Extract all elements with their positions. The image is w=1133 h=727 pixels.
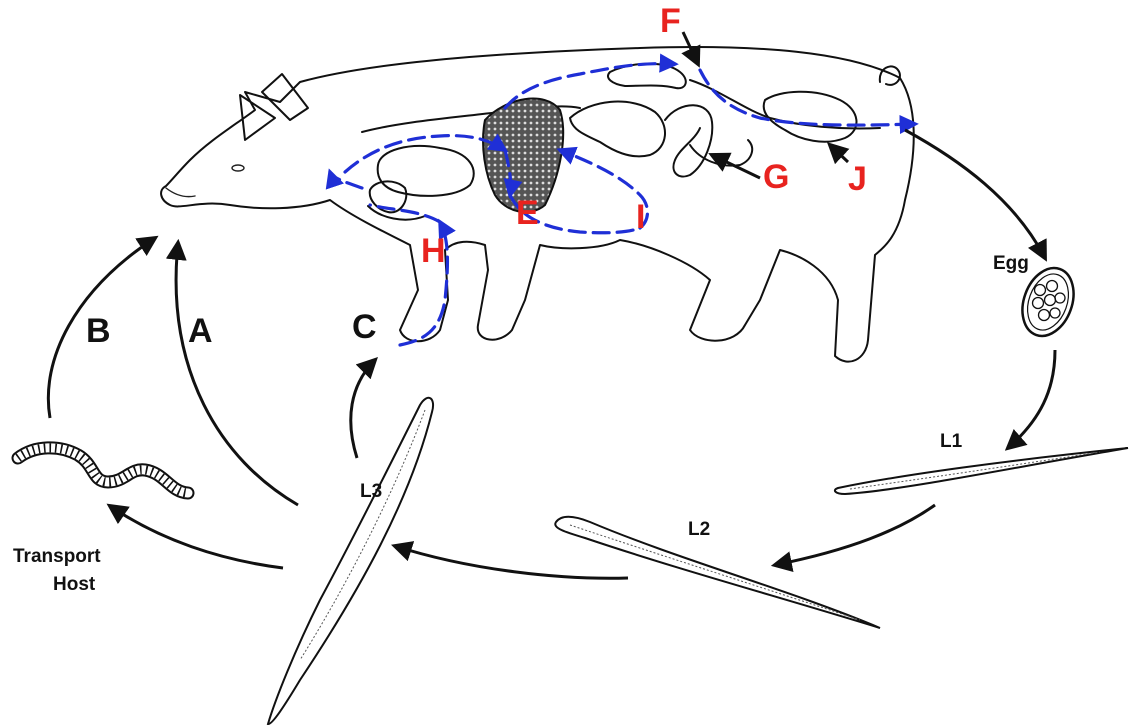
heart [378,146,474,196]
arrow-to-egg [905,130,1045,258]
large-intestine [764,92,857,142]
label-egg: Egg [993,253,1029,274]
label-c: C [352,308,377,346]
arrow-c [351,360,375,458]
label-b: B [86,312,111,350]
stomach [570,102,665,157]
label-transport: Transport [13,546,101,567]
migration-route [330,64,915,345]
arrow-l2-to-l3 [395,546,628,578]
intestine-coils [690,140,752,166]
larva-l3 [268,398,433,724]
label-a: A [188,312,213,350]
j-pointer-arrow [830,145,848,162]
small-intestine-loop [665,105,712,176]
label-h: H [421,232,446,270]
arrow-a [176,243,298,505]
label-l2: L2 [688,519,710,540]
label-host: Host [53,574,96,595]
transport-host-earthworm [18,448,188,493]
pig-eye [232,165,244,171]
label-g: G [763,158,789,196]
label-l3: L3 [360,481,382,502]
arrow-l1-to-l2 [775,505,935,565]
arrow-l3-to-transport-host [110,506,283,568]
label-f: F [660,2,681,40]
label-i: I [636,198,645,236]
label-l1: L1 [940,431,963,452]
g-pointer-arrow [712,155,760,178]
larva-l2 [555,517,880,628]
pig-mouth [166,188,195,197]
larva-l1 [835,448,1128,494]
arrow-egg-to-l1 [1008,350,1055,448]
label-e: E [516,194,539,232]
label-j: J [848,160,867,198]
